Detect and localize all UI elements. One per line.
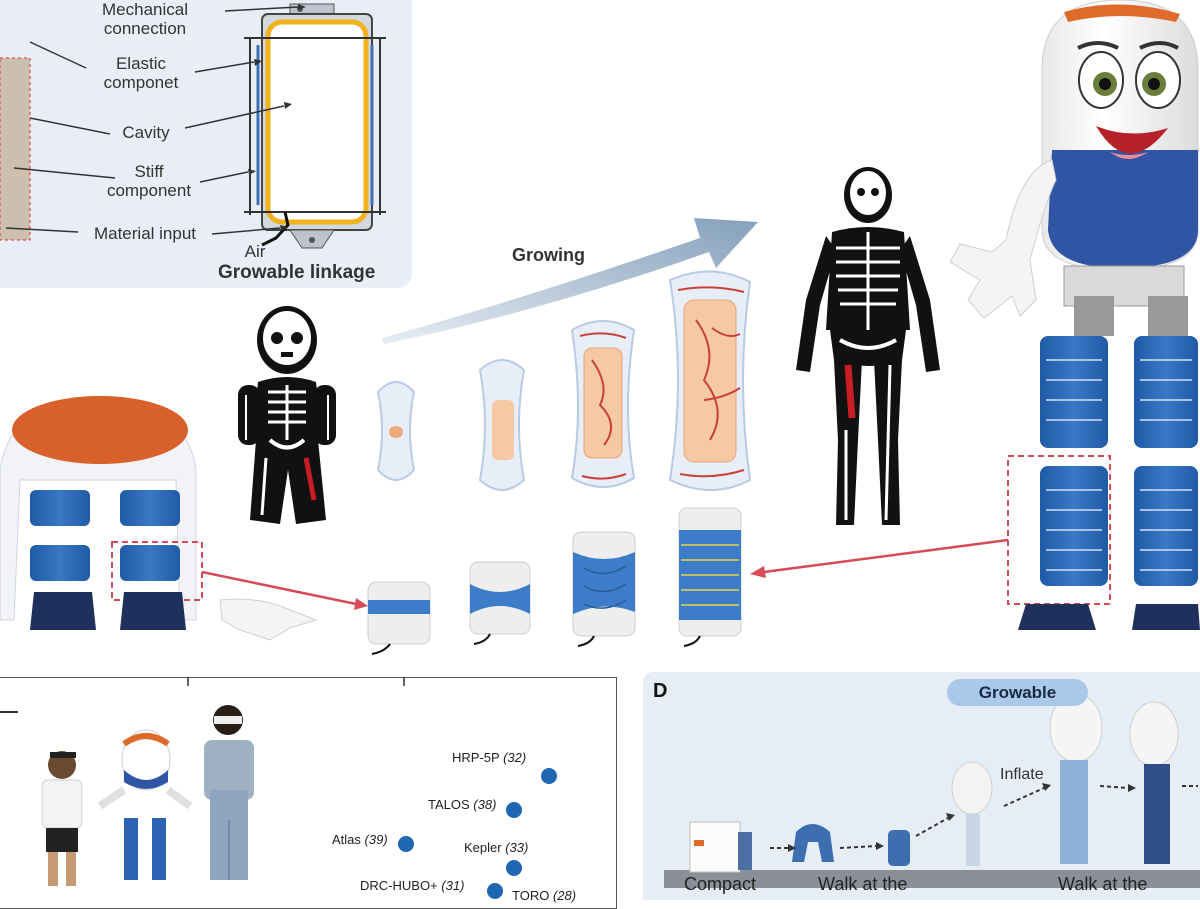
label-drc-hubo-ref: (31) xyxy=(441,878,465,893)
height-comparison-figures xyxy=(0,677,405,886)
growing-arrow xyxy=(382,218,758,344)
label-elastic-line2: componet xyxy=(103,73,179,92)
large-robot xyxy=(949,0,1200,630)
step-compact: Compact xyxy=(684,874,757,894)
label-mechanical-line2: connection xyxy=(103,19,187,38)
label-atlas-name: Atlas xyxy=(332,832,361,847)
label-growable-linkage: Growable linkage xyxy=(218,262,376,283)
label-growing: Growing xyxy=(512,245,585,265)
label-stiff-line2: component xyxy=(106,181,192,200)
chart-point-label-hrp5p: HRP-5P (32) xyxy=(452,750,526,765)
linkage-unit-2 xyxy=(469,561,531,645)
child-skeleton xyxy=(238,306,336,524)
chart-point-label-talos: TALOS (38) xyxy=(428,797,496,812)
label-talos-name: TALOS xyxy=(428,797,470,812)
step-walk-2: Walk at the xyxy=(1058,874,1148,894)
label-toro-name: TORO xyxy=(512,888,550,903)
label-hrp5p-ref: (32) xyxy=(503,750,527,765)
chart-point-drc-hubo xyxy=(487,883,503,899)
chart-point-kepler xyxy=(506,860,522,876)
label-mechanical-connection: Mechanical connection xyxy=(82,0,208,38)
label-atlas-ref: (39) xyxy=(364,832,388,847)
label-kepler-ref: (33) xyxy=(505,840,529,855)
label-toro-ref: (28) xyxy=(552,888,577,903)
linkage-unit-4 xyxy=(678,507,742,647)
chart-point-talos xyxy=(506,802,522,818)
chart-point-atlas xyxy=(398,836,414,852)
adult-skeleton xyxy=(796,167,940,525)
bone-stage-4 xyxy=(668,270,752,491)
linkage-photo xyxy=(0,57,31,241)
linkage-schematic xyxy=(5,3,386,249)
bone-stage-3 xyxy=(570,320,636,488)
linkage-unit-1 xyxy=(367,581,431,655)
label-air: Air xyxy=(244,242,266,261)
label-elastic-component: Elastic componet xyxy=(86,54,196,92)
chart-point-hrp5p xyxy=(541,768,557,784)
label-material-input: Material input xyxy=(93,224,197,243)
label-elastic-line1: Elastic xyxy=(115,54,167,73)
label-cavity: Cavity xyxy=(122,123,170,142)
linkage-unit-3 xyxy=(572,531,636,647)
label-kepler-name: Kepler xyxy=(464,840,502,855)
growable-badge: Growable xyxy=(947,679,1088,706)
panel-d-letter: D xyxy=(653,680,668,702)
label-drc-hubo-name: DRC-HUBO+ xyxy=(360,878,438,893)
label-talos-ref: (38) xyxy=(473,797,497,812)
label-mechanical-line1: Mechanical xyxy=(102,0,188,19)
chart-point-label-drc-hubo: DRC-HUBO+ (31) xyxy=(360,878,464,893)
label-hrp5p-name: HRP-5P xyxy=(452,750,500,765)
chart-point-label-toro: TORO (28) xyxy=(512,888,576,903)
bone-stage-1 xyxy=(376,381,416,481)
bone-stage-2 xyxy=(478,359,526,491)
compact-robot xyxy=(0,396,318,641)
label-stiff-component: Stiff component xyxy=(94,162,204,200)
label-stiff-line1: Stiff xyxy=(134,162,164,181)
panel-d-illustrations xyxy=(664,693,1200,888)
chart-point-label-kepler: Kepler (33) xyxy=(464,840,528,855)
step-walk-1: Walk at the xyxy=(818,874,908,894)
label-inflate: Inflate xyxy=(1000,766,1044,783)
chart-point-label-atlas: Atlas (39) xyxy=(332,832,388,847)
